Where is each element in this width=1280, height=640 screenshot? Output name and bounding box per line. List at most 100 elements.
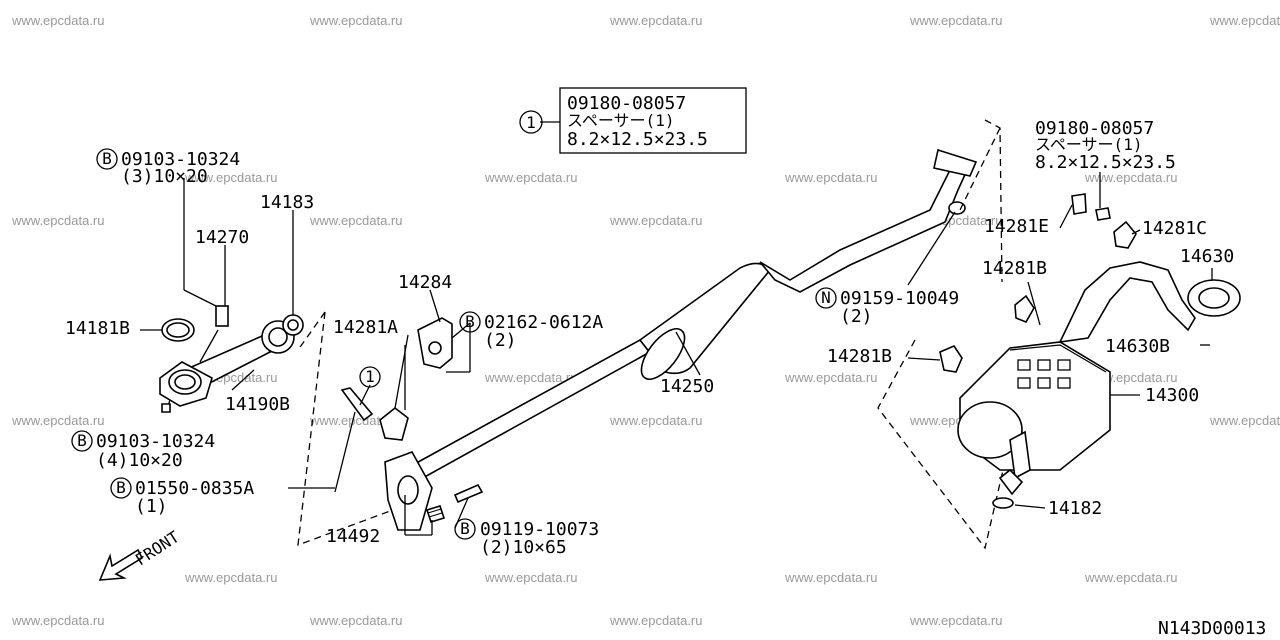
callout-dimension: 8.2×12.5×23.5 bbox=[1035, 152, 1176, 173]
seal-ring-inner bbox=[287, 319, 299, 331]
watermark: www.epcdata.ru bbox=[609, 213, 703, 228]
part-label-14190b: 14190B bbox=[225, 394, 290, 415]
center-exhaust-tube bbox=[384, 148, 978, 531]
watermark: www.epcdata.ru bbox=[184, 570, 278, 585]
part-label-14181b: 14181B bbox=[65, 318, 130, 339]
bracket-hole bbox=[428, 341, 442, 355]
mount-rubber-14281b bbox=[939, 345, 963, 373]
callout-marker-text: B bbox=[460, 519, 470, 538]
front-label: FRONT bbox=[132, 527, 183, 569]
front-exhaust-tube bbox=[159, 320, 295, 413]
watermark: www.epcdata.ru bbox=[11, 213, 105, 228]
part-label-14250: 14250 bbox=[660, 376, 714, 397]
bolt-icon bbox=[453, 483, 484, 504]
diagram-code: N143D00013 bbox=[1158, 618, 1266, 639]
callout-part-number: 09180-08057 bbox=[567, 93, 686, 114]
callout-marker-text: B bbox=[465, 312, 475, 331]
part-label-14281b: 14281B bbox=[827, 346, 892, 367]
watermark: www.epcdata.ru bbox=[484, 170, 578, 185]
callout-description: スペーサー(1) bbox=[567, 111, 674, 130]
group-bracket-left bbox=[297, 311, 421, 546]
watermark: www.epcdata.ru bbox=[484, 370, 578, 385]
tail-pipe bbox=[1058, 261, 1196, 344]
bolt-icon bbox=[161, 403, 171, 413]
group-bracket-stub bbox=[959, 127, 1001, 211]
part-label-14281c: 14281C bbox=[1142, 218, 1207, 239]
watermark: www.epcdata.ru bbox=[909, 13, 1003, 28]
watermark: www.epcdata.ru bbox=[11, 13, 105, 28]
watermark: www.epcdata.ru bbox=[784, 170, 878, 185]
callout-marker-text: N bbox=[821, 288, 831, 307]
mount-rubber-14281b bbox=[1014, 294, 1035, 324]
bolt-icon bbox=[340, 387, 374, 422]
front-direction-arrow: FRONT bbox=[98, 527, 183, 581]
callout-part-number: 09119-10073 bbox=[480, 519, 599, 540]
watermark: www.epcdata.ru bbox=[1084, 170, 1178, 185]
callout-marker bbox=[459, 311, 481, 333]
spring-bolt-14492 bbox=[425, 505, 446, 523]
finisher-inner bbox=[1198, 287, 1230, 309]
callout-part-number: 09103-10324 bbox=[121, 149, 240, 170]
mount-rubber-14281a bbox=[379, 406, 409, 441]
watermark: www.epcdata.ru bbox=[184, 170, 278, 185]
spacer-marker-text: 1 bbox=[365, 367, 375, 386]
callout-marker-text: 1 bbox=[526, 113, 536, 132]
callout-marker bbox=[815, 287, 837, 309]
callout-marker bbox=[96, 148, 118, 170]
watermark: www.epcdata.ru bbox=[609, 413, 703, 428]
watermark: www.epcdata.ru bbox=[1084, 570, 1178, 585]
spacer-icon bbox=[1095, 207, 1111, 221]
part-label-14300: 14300 bbox=[1145, 385, 1199, 406]
callout-part-number: 09159-10049 bbox=[840, 288, 959, 309]
callout-part-number: 02162-0612A bbox=[484, 312, 603, 333]
watermark: www.epcdata.ru bbox=[609, 613, 703, 628]
callout-part-number: 09103-10324 bbox=[96, 431, 215, 452]
part-label-14630: 14630 bbox=[1180, 246, 1234, 267]
watermark: www.epcdata.ru bbox=[1209, 13, 1280, 28]
callout-marker-text: B bbox=[77, 431, 87, 450]
spacer-callout-box bbox=[559, 87, 747, 154]
part-label-14284: 14284 bbox=[398, 272, 452, 293]
group-bracket-stub bbox=[297, 311, 326, 351]
callout-quantity: (2)10×65 bbox=[480, 537, 567, 558]
callout-marker bbox=[110, 477, 132, 499]
bolt-icon bbox=[1071, 193, 1087, 215]
callout-quantity: (3)10×20 bbox=[121, 166, 208, 187]
watermark: www.epcdata.ru bbox=[309, 413, 403, 428]
watermark: www.epcdata.ru bbox=[784, 370, 878, 385]
spacer-marker bbox=[359, 366, 381, 388]
part-label-14182: 14182 bbox=[1048, 498, 1102, 519]
callout-part-number: 01550-0835A bbox=[135, 478, 254, 499]
watermark: www.epcdata.ru bbox=[309, 213, 403, 228]
part-label-14281e: 14281E bbox=[984, 216, 1049, 237]
watermark: www.epcdata.ru bbox=[309, 13, 403, 28]
callout-quantity: (4)10×20 bbox=[96, 450, 183, 471]
gasket-14182 bbox=[992, 497, 1014, 509]
part-label-14270: 14270 bbox=[195, 227, 249, 248]
leader-lines bbox=[140, 121, 1213, 536]
callout-dimension: 8.2×12.5×23.5 bbox=[567, 129, 708, 150]
watermark: www.epcdata.ru bbox=[309, 613, 403, 628]
part-label-14183: 14183 bbox=[260, 192, 314, 213]
part-label-14630b: 14630B bbox=[1105, 336, 1170, 357]
watermark: www.epcdata.ru bbox=[784, 570, 878, 585]
watermark: www.epcdata.ru bbox=[609, 13, 703, 28]
main-muffler bbox=[957, 341, 1111, 496]
callout-part-number: 09180-08057 bbox=[1035, 118, 1154, 139]
callout-marker-text: B bbox=[102, 149, 112, 168]
callout-quantity: (2) bbox=[484, 330, 517, 351]
watermark: www.epcdata.ru bbox=[484, 570, 578, 585]
callout-marker bbox=[71, 430, 93, 452]
callout-marker bbox=[519, 110, 543, 134]
gasket-inner bbox=[166, 322, 190, 338]
callout-quantity: (1) bbox=[135, 496, 168, 517]
watermark: www.epcdata.ru bbox=[11, 613, 105, 628]
callout-quantity: (2) bbox=[840, 306, 873, 327]
watermark: www.epcdata.ru bbox=[11, 413, 105, 428]
callout-marker-text: B bbox=[116, 478, 126, 497]
watermark: www.epcdata.ru bbox=[909, 613, 1003, 628]
callout-description: スペーサー(1) bbox=[1035, 135, 1142, 154]
part-label-14492: 14492 bbox=[326, 526, 380, 547]
callout-marker bbox=[454, 518, 476, 540]
